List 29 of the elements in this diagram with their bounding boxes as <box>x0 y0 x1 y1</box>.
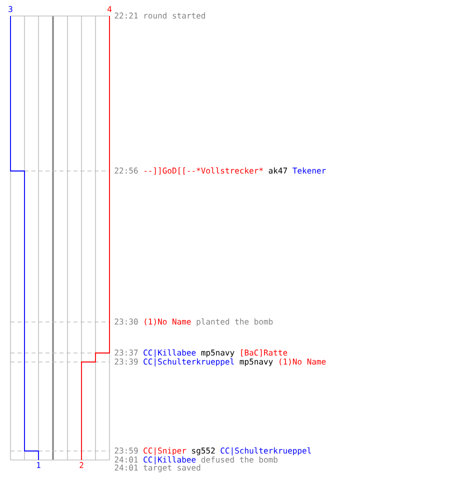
label: 22:56 <box>114 168 138 174</box>
label: --]]GoD[[--*Vollstrecker <box>144 167 258 175</box>
label: 23:59 <box>114 448 138 454</box>
label: mp5navy <box>240 358 273 366</box>
count-label: 4 <box>107 6 112 12</box>
label: CC|Schulterkrueppel <box>144 358 234 366</box>
count-label: 1 <box>37 462 40 468</box>
label: * <box>259 168 263 172</box>
label: CC|Schulterkrueppel <box>220 447 311 456</box>
log-entry: 22:21 round started <box>114 12 205 19</box>
log-entry: 23:39 CC|Schulterkrueppel mp5navy (1)No Name <box>114 358 326 366</box>
label: 23:37 <box>114 350 138 356</box>
label: sg552 <box>192 448 215 456</box>
log-entry: 23:59 CC|Sniper sg552 CC|Schulterkrueppel <box>114 447 311 456</box>
label: ak47 <box>268 167 287 174</box>
log-entry: 24:01 target saved <box>114 464 200 472</box>
label: [BaC]Ratte <box>241 349 288 357</box>
label: Tekener <box>292 167 326 174</box>
label: mp5navy <box>201 350 234 358</box>
log-entry: 22:56 --]]GoD[[--*Vollstrecker* ak47 Tekener <box>114 167 326 175</box>
label: 23:39 <box>114 358 138 365</box>
log-entry: 23:37 CC|Killabee mp5navy [BaC]Ratte <box>114 349 288 358</box>
count-label: 2 <box>80 462 84 468</box>
count-label: 3 <box>8 6 12 12</box>
log-entry: 23:30 (1)No Name planted the bomb <box>114 318 273 326</box>
label: (1)No Name <box>280 358 326 366</box>
label: CC|Sniper <box>144 447 186 456</box>
log-entry: 24:01 CC|Killabee defused the bomb <box>114 456 278 464</box>
label: CC|Killabee <box>144 349 196 358</box>
